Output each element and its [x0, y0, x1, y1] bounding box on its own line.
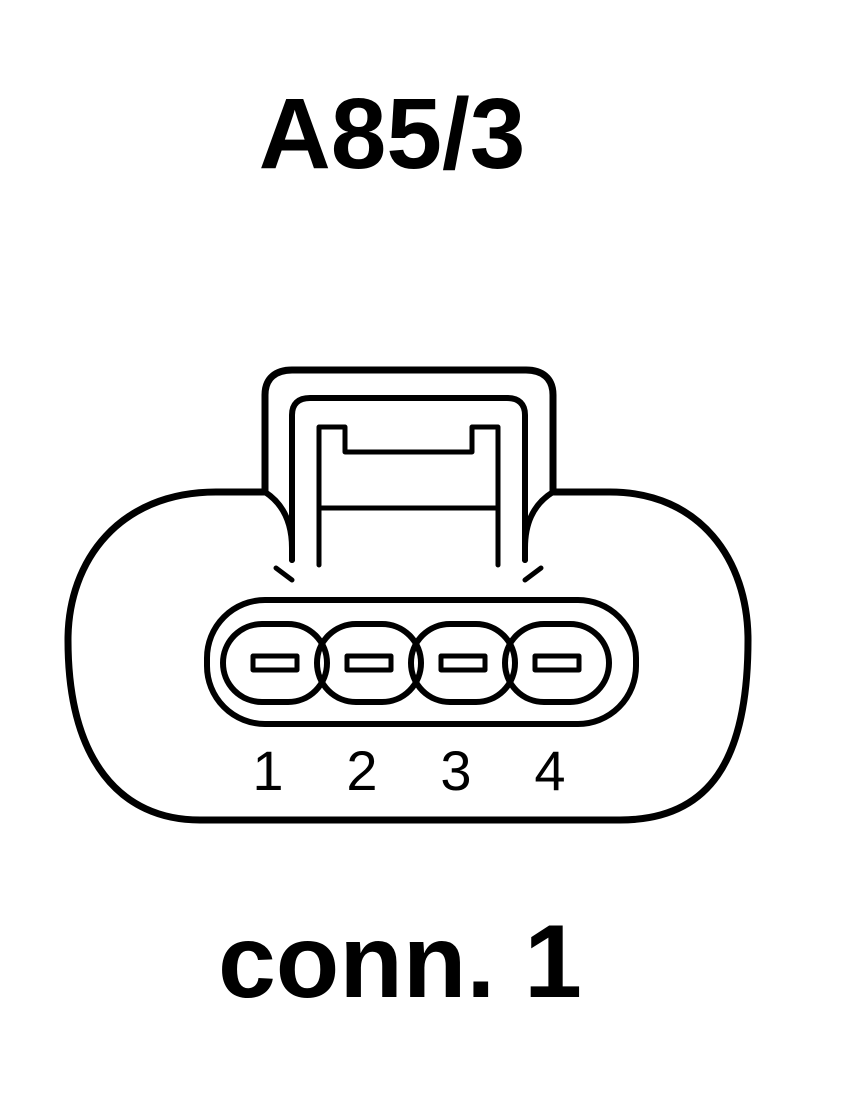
connector-label: conn. 1 [218, 904, 582, 1020]
component-title: A85/3 [259, 78, 526, 190]
pin-terminal [438, 653, 488, 673]
pin-terminal [250, 653, 300, 673]
pin-1: 1 [220, 621, 330, 802]
pin-cavity [314, 621, 424, 705]
pin-terminal [344, 653, 394, 673]
pin-terminal [532, 653, 582, 673]
pin-number: 4 [534, 739, 565, 802]
connector-housing [64, 488, 752, 824]
tab-slot-right-leg [522, 565, 544, 583]
locking-tab-outer [261, 366, 557, 496]
tab-slot-left-leg [273, 565, 295, 583]
locking-tab-inner [289, 395, 528, 563]
housing-shoulder-left [262, 489, 295, 563]
pin-3: 3 [408, 621, 518, 802]
pin-number: 3 [440, 739, 471, 802]
pin-cavity-strip [204, 597, 639, 727]
pin-number: 1 [252, 739, 283, 802]
pin-cavity [502, 621, 612, 705]
pin-number: 2 [346, 739, 377, 802]
pin-2: 2 [314, 621, 424, 802]
pin-cavity [220, 621, 330, 705]
latch-ramp [316, 424, 501, 568]
pin-cavity [408, 621, 518, 705]
pin-4: 4 [502, 621, 612, 802]
housing-shoulder-right [522, 489, 556, 563]
